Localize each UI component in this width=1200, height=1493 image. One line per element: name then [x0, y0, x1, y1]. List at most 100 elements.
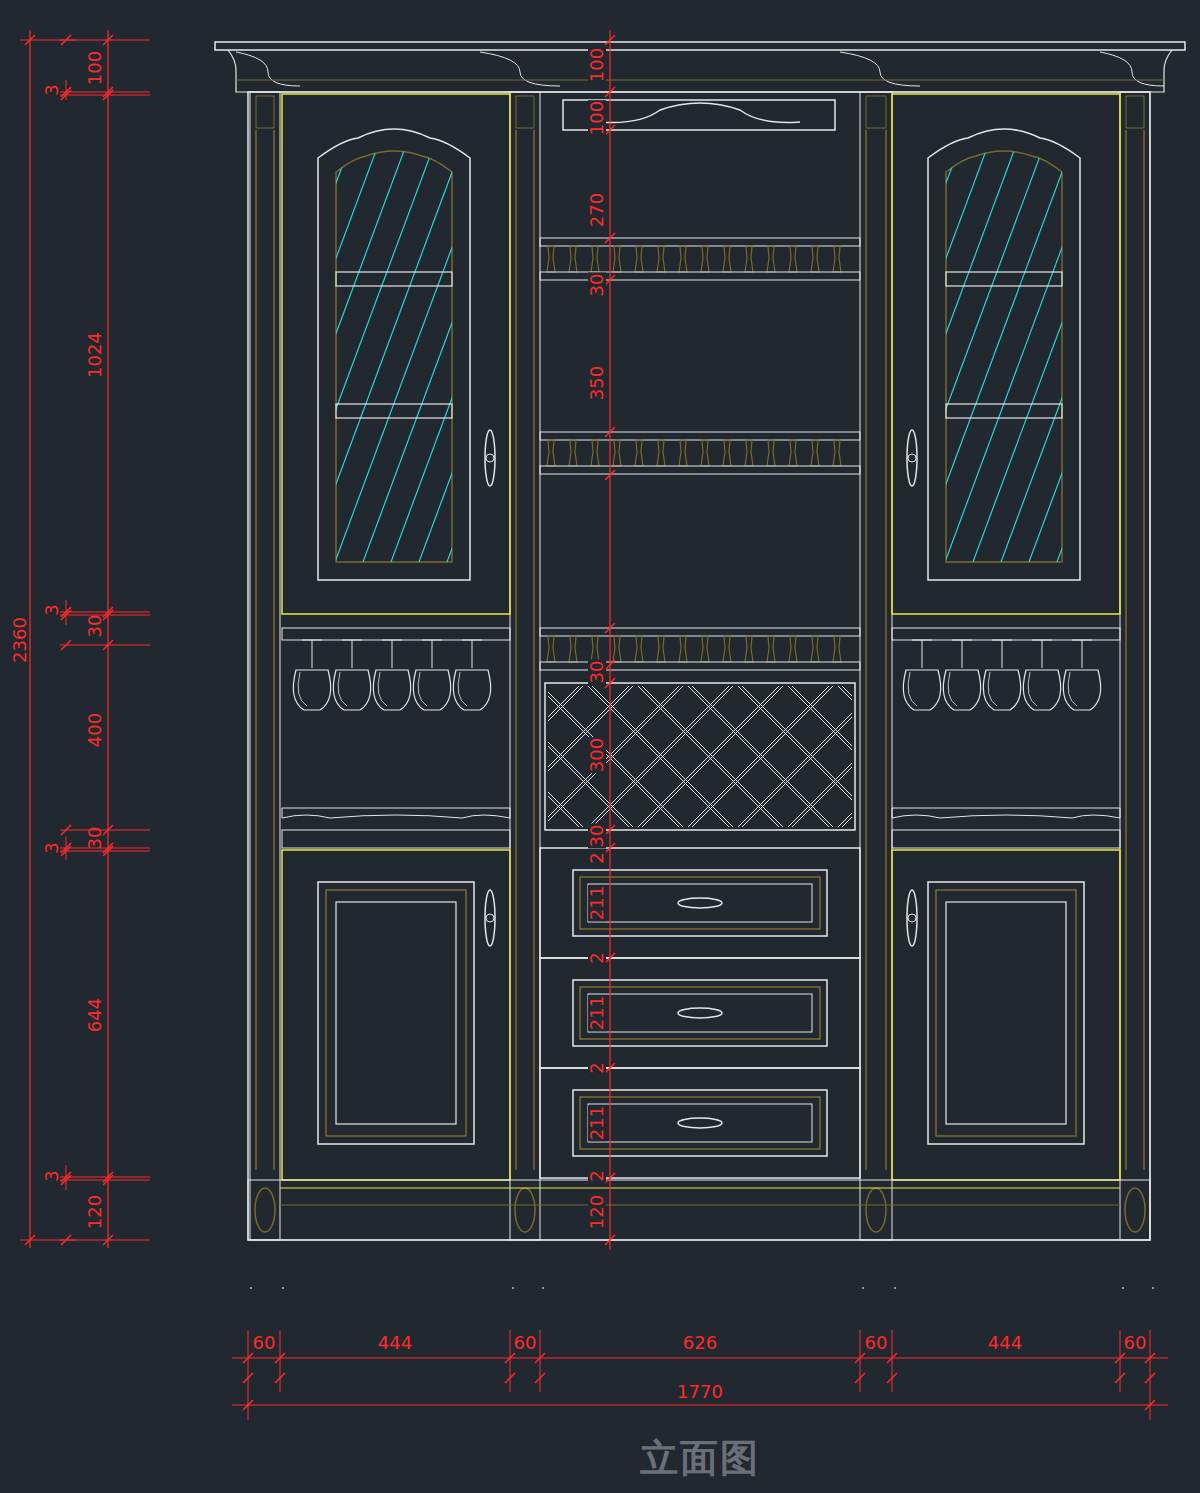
dimension-value: 30: [588, 660, 606, 685]
snap-dot: [894, 1287, 896, 1289]
goblet: [333, 670, 370, 710]
glass-hatch: [808, 140, 968, 570]
baluster: [701, 440, 709, 466]
dimension-tick: [1115, 1373, 1125, 1383]
door-outline: [282, 850, 510, 1180]
dimension-tick: [605, 427, 615, 437]
dimension-tick: [103, 1175, 113, 1185]
wine-lattice: [548, 686, 633, 827]
baluster: [657, 246, 665, 272]
snap-dot: [862, 1287, 864, 1289]
extension-line: [280, 1330, 281, 1392]
dimension-value: 270: [588, 192, 606, 228]
handle: [907, 890, 917, 946]
dimension-value: 1770: [676, 1383, 724, 1401]
handle: [907, 430, 917, 486]
glass-hatch: [1082, 140, 1200, 570]
baluster: [591, 246, 599, 272]
top-panel: [600, 103, 800, 123]
pilaster: [250, 92, 280, 1240]
extension-line: [1120, 1330, 1121, 1392]
wine-lattice: [792, 686, 852, 827]
pilaster: [1120, 92, 1150, 1240]
wine-lattice: [838, 686, 852, 827]
dimension-tick: [605, 87, 615, 97]
dimension-tick: [61, 640, 71, 650]
cabinet-drawing: [136, 42, 1200, 1240]
goblet: [948, 672, 957, 706]
pilaster: [885, 130, 887, 1170]
pilaster: [533, 130, 535, 1170]
dimension-tick: [605, 678, 615, 688]
goblet: [1082, 640, 1083, 668]
wine-lattice: [842, 686, 852, 827]
extension-line: [60, 92, 150, 93]
dimension-tick: [1115, 1353, 1125, 1363]
goblet: [338, 672, 347, 706]
baluster: [635, 246, 643, 272]
goblet: [908, 672, 917, 706]
goblet: [988, 672, 997, 706]
drawer: [540, 958, 860, 1068]
glass-hatch: [472, 140, 632, 570]
dimension-tick: [605, 953, 615, 963]
dimension-line: [66, 1165, 67, 1190]
glass-frame: [928, 129, 1080, 580]
glass-hatch: [192, 140, 352, 570]
dimension-value: 2: [588, 1061, 606, 1074]
door-outline: [892, 850, 1120, 1180]
goblet: [432, 640, 433, 668]
dimension-tick: [61, 825, 71, 835]
goblet: [373, 670, 410, 710]
glass-hatch: [1054, 140, 1200, 570]
glass-hatch: [500, 140, 660, 570]
goblet: [352, 640, 353, 668]
extension-line: [60, 830, 150, 831]
cornice-molding: [1100, 52, 1164, 86]
baluster: [701, 636, 709, 662]
goblet: [1068, 672, 1077, 706]
baluster: [701, 246, 709, 272]
goblet: [298, 672, 307, 706]
carved-oval: [1125, 1188, 1145, 1232]
baluster: [833, 636, 841, 662]
goblet: [312, 640, 313, 668]
glass-hatch: [528, 140, 688, 570]
glass-hatch: [136, 140, 968, 570]
cornice: [228, 50, 1172, 92]
dimension-tick: [1145, 1353, 1155, 1363]
baluster: [723, 246, 731, 272]
glass-hatch: [444, 140, 604, 570]
glass-hatch: [668, 140, 828, 570]
carved-capital: [866, 96, 886, 128]
baluster: [833, 246, 841, 272]
baluster: [723, 636, 731, 662]
drawer-panel: [588, 884, 812, 922]
dimension-tick: [605, 1173, 615, 1183]
dimension-line: [232, 1357, 1168, 1358]
shelf: [540, 432, 860, 440]
carved-capital: [1126, 96, 1144, 128]
extension-line: [60, 1180, 150, 1181]
snap-dot: [250, 1287, 252, 1289]
baluster: [767, 636, 775, 662]
dimension-value: 60: [1124, 1334, 1147, 1352]
baluster: [613, 440, 621, 466]
extension-line: [510, 1330, 511, 1392]
baluster: [811, 636, 819, 662]
dimension-line: [66, 836, 67, 860]
pilaster: [255, 130, 257, 1170]
glass-hatch: [746, 140, 1200, 570]
glass-hatch: [1166, 140, 1200, 570]
cabinet-body: [248, 92, 1150, 1240]
extension-line: [540, 1330, 541, 1392]
goblet: [458, 672, 467, 706]
extension-line: [860, 1330, 861, 1392]
dimension-value: 211: [588, 995, 606, 1031]
dimension-tick: [25, 1235, 35, 1245]
plinth: [280, 1205, 1120, 1206]
dimension-value: 2: [588, 1169, 606, 1182]
baluster: [723, 440, 731, 466]
wine-lattice: [548, 686, 583, 827]
baluster: [613, 246, 621, 272]
